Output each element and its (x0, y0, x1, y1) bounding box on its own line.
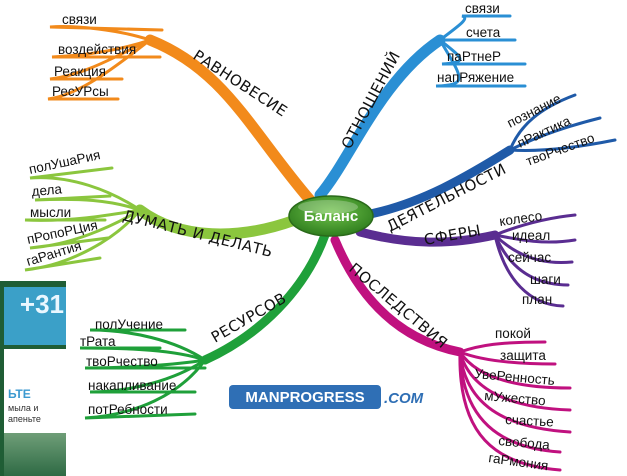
branch-dumat: полУшаРия дела мысли пРопоРЦия гаРантия … (24, 147, 301, 272)
ad-image (4, 433, 66, 476)
leaf-label: полУчение (95, 317, 163, 332)
leaf-label: свобода (498, 433, 551, 452)
leaf-label: сейчас (508, 250, 551, 265)
ad-header (4, 287, 66, 345)
leaf-label: связи (465, 1, 500, 16)
branch-deyatelnosti: познание пРактика твоРчество ДЕЯТЕЛЬНОСТ… (360, 91, 617, 236)
ad-thumbnail[interactable]: +31 ЬТЕ мыла и апеньте (0, 281, 66, 476)
branch-label: ПОСЛЕДСТВИЯ (345, 259, 451, 352)
leaf-label: гаРмония (488, 450, 550, 473)
ad-text-line: апеньте (8, 414, 41, 424)
ad-headline: ЬТЕ (8, 387, 31, 401)
leaf-label: покой (495, 326, 531, 341)
branch-label: ДЕЯТЕЛЬНОСТИ (384, 160, 510, 236)
leaf-label: РесУРсы (52, 84, 109, 99)
leaf-label: потРебности (88, 402, 168, 417)
center-node[interactable]: Баланс (288, 195, 374, 237)
leaf-label: колесо (498, 208, 543, 229)
leaf-label: Реакция (54, 64, 106, 79)
ad-text-line: мыла и (8, 403, 39, 413)
leaf-label: шаги (530, 272, 561, 287)
leaf-label: идеал (512, 228, 550, 243)
leaf-label: мУжество (484, 388, 546, 408)
leaf-label: счастье (505, 412, 554, 430)
leaf-label: тРата (80, 334, 116, 349)
leaf-label: план (522, 292, 552, 307)
leaf-label: паРтнеР (447, 49, 501, 64)
branch-label: ОТНОШЕНИЙ (337, 48, 404, 152)
watermark-suffix: .COM (384, 390, 424, 407)
watermark: MANPROGRESS .COM (229, 385, 424, 409)
leaf-label: твоРчество (86, 354, 158, 369)
center-label: Баланс (304, 208, 358, 225)
leaf-label: защита (500, 348, 546, 363)
leaf-label: накапливание (88, 378, 176, 393)
leaf-label: воздействия (58, 42, 136, 57)
ad-number: +31 (19, 289, 64, 319)
leaf-label: УвеРенность (474, 366, 556, 388)
leaf-label: дела (31, 181, 63, 199)
leaf-label: мысли (30, 205, 71, 220)
watermark-main: MANPROGRESS (245, 389, 364, 406)
leaf-label: связи (62, 12, 97, 27)
leaf-label: счета (466, 25, 501, 40)
leaf-label: напРяжение (437, 70, 514, 85)
